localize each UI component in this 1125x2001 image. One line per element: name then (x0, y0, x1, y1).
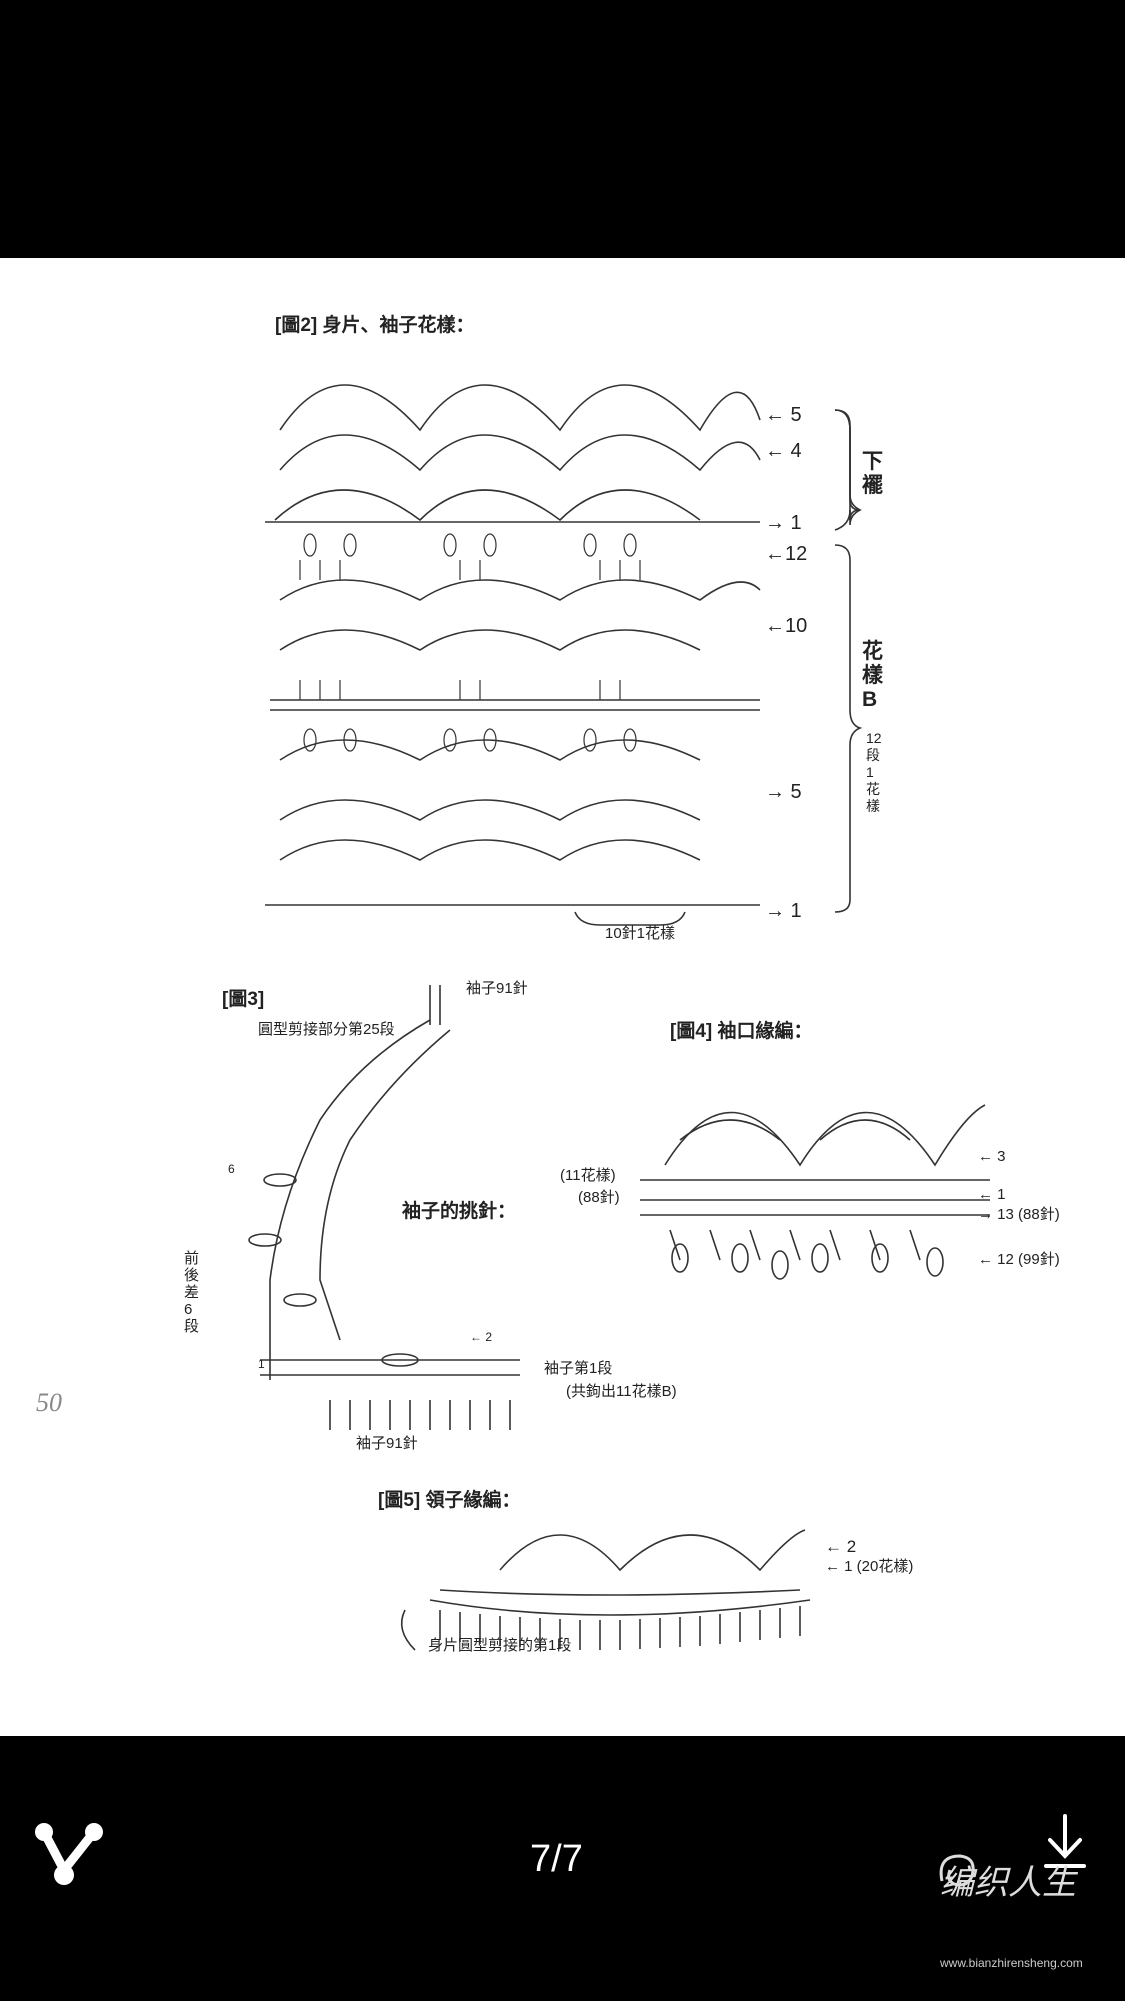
fig3-pattern-label: (共鉤出11花樣B) (566, 1383, 677, 1400)
fig5-title: [圖5] 領子緣編： (378, 1490, 521, 1511)
fig3-one: 1 (258, 1357, 265, 1371)
fig4-row-3: ← 3 (978, 1148, 1006, 1165)
fig4-row-1: ← 1 (978, 1186, 1006, 1203)
download-icon[interactable] (1040, 1812, 1090, 1872)
fig4-chart (640, 1104, 990, 1280)
fig3-top-label: 袖子91針 (466, 980, 528, 997)
fig3-title: [圖3] (222, 989, 265, 1010)
watermark-text: 编织人生 (940, 1865, 1076, 1902)
fig2-side-patternB: 花樣B (862, 640, 883, 711)
fig2-row-10: ←10 (765, 615, 808, 637)
fig5-row-1: ← 1 (20花樣) (825, 1558, 914, 1575)
fig2-side-hem: 下襬 (862, 450, 883, 497)
fig3-raglan-label: 圓型剪接部分第25段 (258, 1021, 395, 1038)
fig2-side-rows: 12段1花樣 (866, 730, 882, 814)
share-icon[interactable] (32, 1820, 106, 1890)
fig2-row-12: ←12 (765, 543, 808, 565)
page-number: 50 (36, 1388, 62, 1417)
fig2-row-5: ← 5 (765, 404, 802, 426)
fig4-left-patterns: (11花樣) (560, 1167, 616, 1184)
fig2-row-1a: → 1 (765, 512, 802, 534)
fig3-row1-label: 袖子第1段 (544, 1360, 613, 1377)
viewer-bottom-bar (0, 1736, 1125, 2001)
fig3-bottom-label: 袖子91針 (356, 1435, 418, 1452)
page-counter: 7/7 (530, 1838, 583, 1880)
fig3-side-label: 前後差6段 (184, 1250, 200, 1335)
fig5-row-2: ← 2 (825, 1537, 857, 1556)
watermark-url: www.bianzhirensheng.com (940, 1956, 1083, 1970)
fig3-six: 6 (228, 1162, 235, 1176)
document-page (0, 258, 1125, 1736)
fig2-repeat-label: 10針1花樣 (605, 925, 676, 942)
fig3-chart (248, 985, 520, 1430)
fig2-row-1b: → 1 (765, 900, 802, 922)
fig2-row-4: ← 4 (765, 440, 802, 462)
fig2-chart (265, 384, 863, 926)
fig4-row-13: → 13 (88針) (978, 1206, 1060, 1223)
fig4-row-12: ← 12 (99針) (978, 1251, 1060, 1268)
fig2-title: [圖2] 身片、袖子花樣： (275, 315, 475, 336)
fig4-left-stitches: (88針) (578, 1189, 620, 1206)
fig2-row-5b: → 5 (765, 781, 802, 803)
fig5-chart (400, 1529, 811, 1651)
fig3-pickup-label: 袖子的挑針： (402, 1201, 517, 1222)
fig4-title: [圖4] 袖口緣編： (670, 1021, 813, 1042)
fig5-bottom-label: 身片圓型剪接的第1段 (428, 1637, 572, 1654)
fig3-two: ← 2 (470, 1330, 493, 1344)
watermark-logo-icon (939, 1854, 975, 1887)
